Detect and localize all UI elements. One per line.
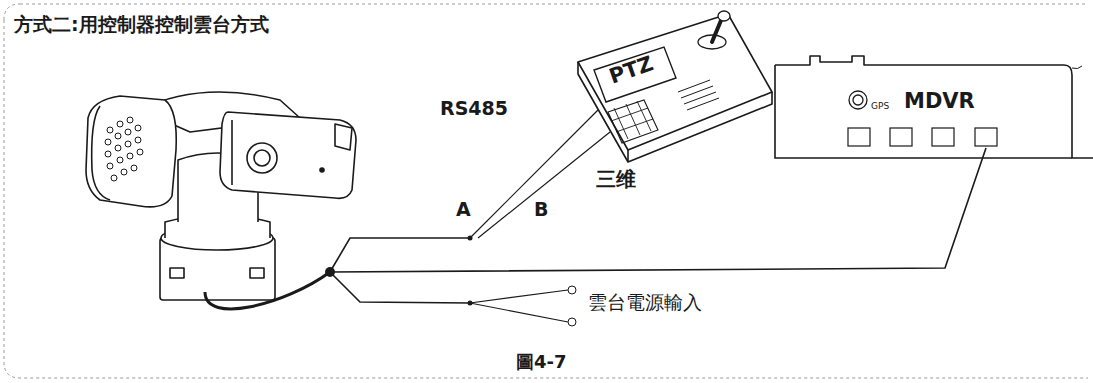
- controller-label: 三维: [596, 168, 636, 191]
- dashed-frame: [4, 4, 1088, 378]
- power-label: 雲台電源輸入: [588, 292, 702, 314]
- ptz-controller: PTZ三维: [560, 4, 785, 204]
- ptz-camera: [86, 92, 356, 300]
- mdvr-box: GPS MDVR: [772, 40, 1093, 165]
- junction-dot: [325, 267, 335, 277]
- controller-label-holder: 三维: [596, 168, 636, 191]
- diagram-title: 方式二:用控制器控制雲台方式: [14, 14, 269, 36]
- figure-caption-holder: 圖4-7: [516, 352, 567, 373]
- device-label-holder: MDVR: [904, 89, 975, 113]
- terminal: [568, 318, 576, 326]
- junction-dot: [468, 236, 473, 241]
- gps-label: GPS: [871, 101, 889, 111]
- wire-label-holder: A: [456, 199, 471, 221]
- bus-label-holder: RS485: [440, 98, 508, 120]
- diagram-title-holder: 方式二:用控制器控制雲台方式: [14, 14, 269, 36]
- lamp-dots: [105, 117, 143, 181]
- wire-label: B: [534, 199, 548, 221]
- terminal: [568, 286, 576, 294]
- wire-label: A: [456, 199, 471, 221]
- ptz-controller-outline: [560, 4, 785, 204]
- power-label-holder: 雲台電源輸入: [588, 292, 702, 314]
- bus-label: RS485: [440, 98, 508, 120]
- figure-caption: 圖4-7: [516, 352, 567, 373]
- wire-label-holder: B: [534, 199, 548, 221]
- gps-label-holder: GPS: [871, 94, 889, 113]
- junction-dot: [468, 301, 473, 306]
- device-label: MDVR: [904, 89, 975, 113]
- wiring: [205, 110, 986, 322]
